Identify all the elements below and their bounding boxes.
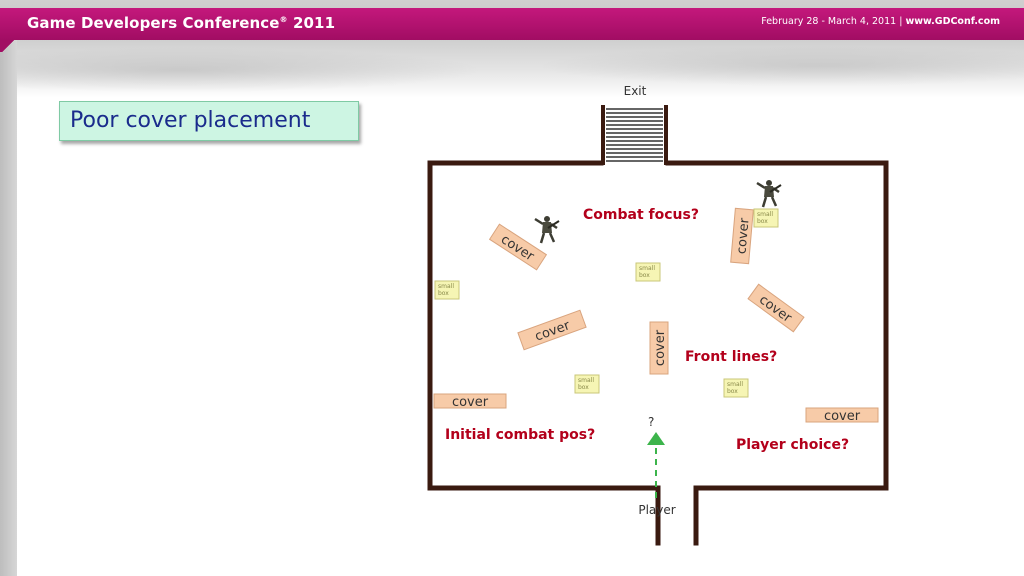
exit-label: Exit: [624, 84, 647, 98]
small-box: small box: [753, 208, 779, 228]
svg-text:small: small: [578, 377, 594, 384]
header-bar: [0, 8, 1024, 40]
combat-focus-label: Combat focus?: [583, 207, 699, 223]
small-box: small box: [434, 280, 460, 300]
cover-piece: cover: [649, 321, 669, 375]
small-box: small box: [723, 378, 749, 398]
player-choice-label: Player choice?: [736, 437, 849, 453]
level-layout-diagram: Exit cover cover cover cover cover cover: [426, 83, 898, 546]
player-path-arrow-icon: [647, 432, 665, 498]
svg-text:box: box: [757, 218, 768, 225]
left-edge-bar: [0, 40, 17, 576]
exit-stairs: [601, 105, 668, 165]
small-box: small box: [635, 262, 661, 282]
svg-text:small: small: [727, 381, 743, 388]
conference-dates: February 28 - March 4, 2011 | www.GDConf…: [761, 16, 1000, 27]
conference-title: Game Developers Conference® 2011: [27, 14, 336, 32]
header-grunge-texture: [0, 40, 1024, 98]
slide-title: Poor cover placement: [59, 101, 359, 141]
svg-text:cover: cover: [824, 409, 861, 424]
svg-text:box: box: [578, 384, 589, 391]
svg-text:cover: cover: [452, 395, 489, 410]
enemy-soldier-icon: [534, 216, 560, 244]
svg-text:box: box: [639, 272, 650, 279]
cover-piece: cover: [517, 309, 587, 351]
svg-text:small: small: [757, 211, 773, 218]
room-walls: [427, 160, 889, 546]
cover-piece: cover: [488, 223, 548, 271]
svg-text:cover: cover: [734, 217, 752, 255]
enemy-soldier-icon: [756, 180, 782, 208]
cover-piece: cover: [805, 407, 879, 424]
conference-site-link[interactable]: www.GDConf.com: [905, 16, 1000, 27]
svg-text:box: box: [438, 290, 449, 297]
svg-text:small: small: [639, 265, 655, 272]
svg-text:small: small: [438, 283, 454, 290]
question-mark: ?: [648, 415, 654, 429]
initial-combat-pos-label: Initial combat pos?: [445, 427, 595, 443]
svg-text:box: box: [727, 388, 738, 395]
cover-piece: cover: [433, 393, 507, 410]
small-box: small box: [574, 374, 600, 394]
player-label: Player: [638, 503, 675, 517]
cover-piece: cover: [730, 207, 754, 265]
front-lines-label: Front lines?: [685, 349, 777, 365]
cover-piece: cover: [747, 283, 805, 333]
svg-text:cover: cover: [653, 329, 668, 366]
